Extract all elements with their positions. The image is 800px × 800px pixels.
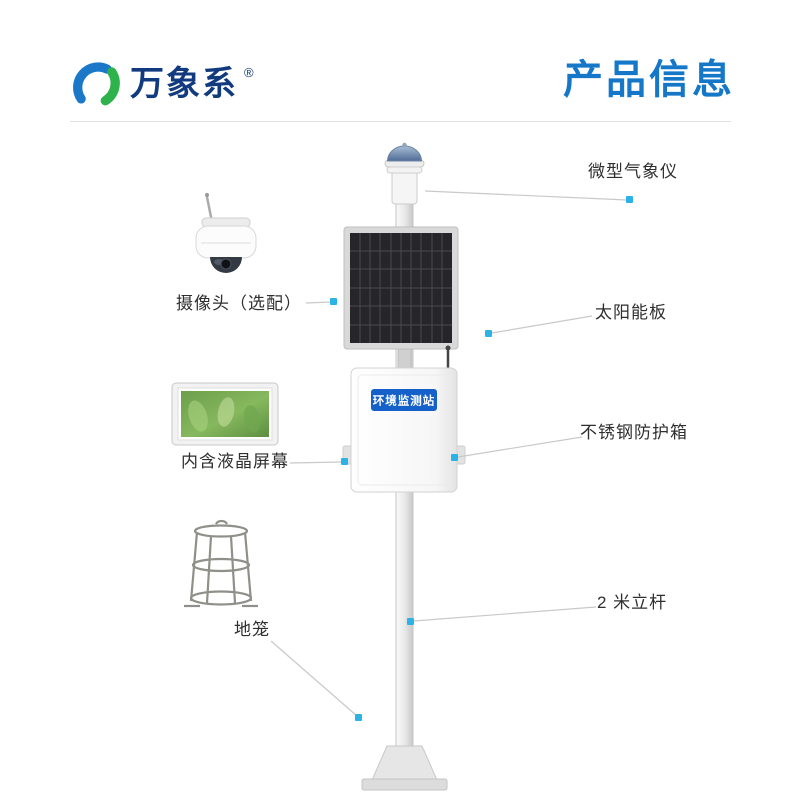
label-camera: 摄像头（选配） [176,294,302,313]
header-divider [70,121,731,122]
camera [195,193,257,273]
label-weather-sensor: 微型气象仪 [588,162,678,181]
weather-sensor [384,142,425,205]
label-ground-cage: 地笼 [234,620,270,639]
callout-line-pole [413,606,597,622]
solar-panel [343,226,459,370]
camera-lens-icon [220,258,232,270]
lcd-screen [171,382,279,446]
enclosure-box: 环境监测站 [342,345,466,493]
label-solar-panel: 太阳能板 [595,303,667,322]
brand-logo-icon [73,62,120,106]
page-title: 产品信息 [563,58,735,102]
callout-dot-ground-cage [355,714,362,721]
registered-mark: ® [244,64,254,80]
brand-name: 万象系 [130,65,238,103]
callout-dot-solar-panel [485,330,492,337]
label-lcd-screen: 内含液晶屏幕 [181,452,289,471]
callout-line-weather-sensor [424,190,628,201]
label-pole: 2 米立杆 [597,593,668,612]
callout-dot-lcd-screen [341,458,348,465]
brand: 万象系 ® [70,58,256,110]
callout-dot-camera [330,298,337,305]
callout-dot-pole [407,618,414,625]
callout-dot-enclosure [451,454,458,461]
label-enclosure: 不锈钢防护箱 [580,423,688,442]
ground-cage [184,519,258,608]
callout-line-camera [305,301,332,304]
base-flange [361,745,448,791]
enclosure-plate-text: 环境监测站 [373,394,436,408]
callout-line-ground-cage [270,640,358,717]
enclosure-plate [371,389,437,411]
callout-line-enclosure [457,436,583,458]
callout-line-solar-panel [491,315,593,334]
callout-line-lcd-screen [289,461,343,464]
callout-dot-weather-sensor [626,196,633,203]
